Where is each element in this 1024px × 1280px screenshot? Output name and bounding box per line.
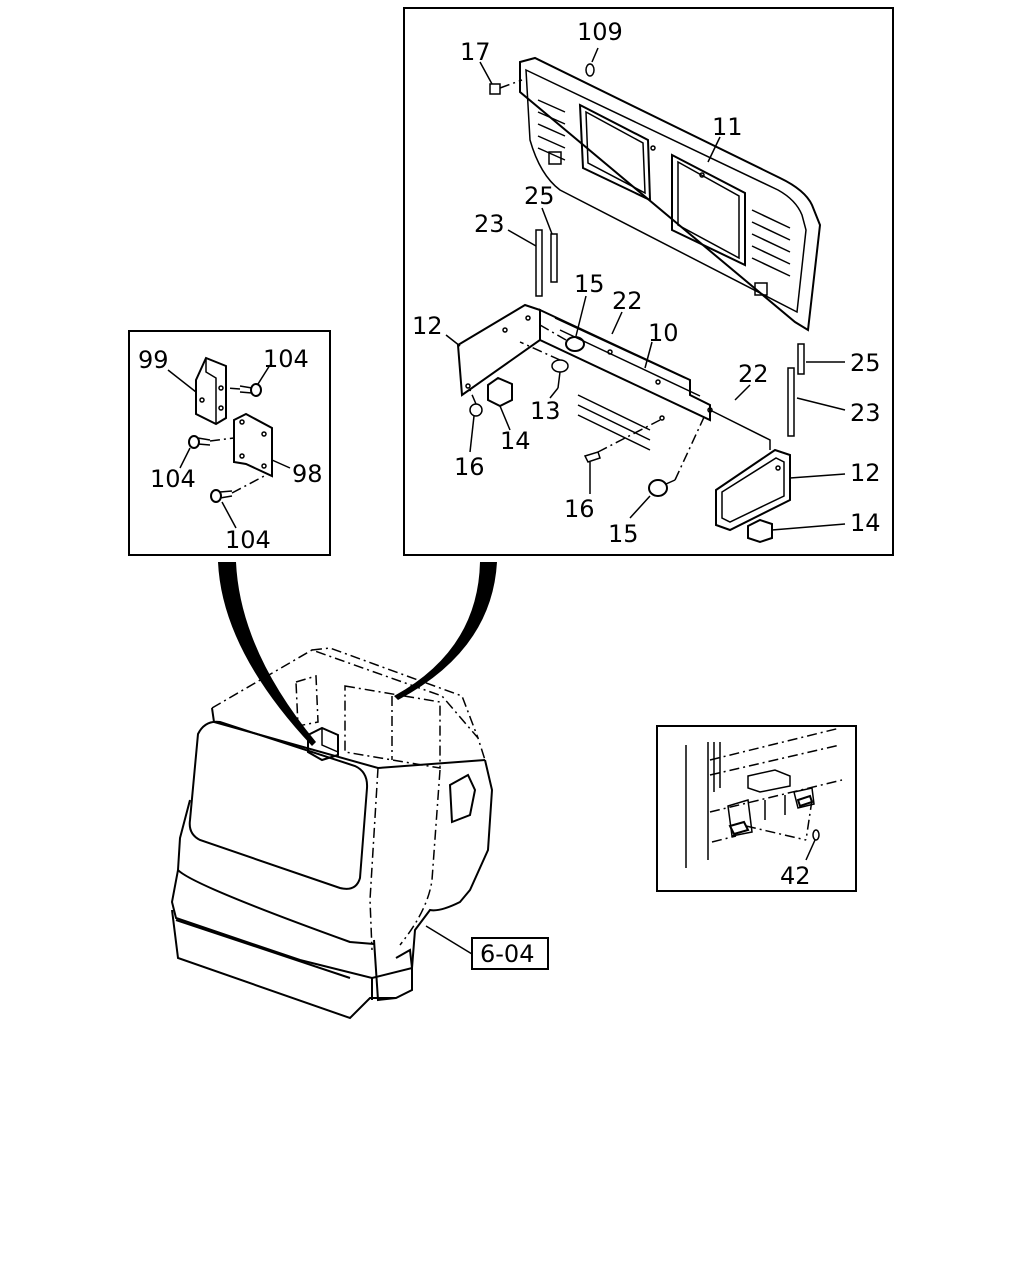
reference-box bbox=[471, 937, 549, 970]
part-109-clip bbox=[585, 63, 595, 77]
callout-98: 98 bbox=[292, 460, 323, 488]
callout-15-lower: 15 bbox=[608, 520, 639, 548]
main-leader-lines bbox=[445, 47, 846, 531]
part-98-plate bbox=[233, 412, 273, 478]
callout-104-top: 104 bbox=[263, 345, 309, 373]
part-104-screw-bottom bbox=[210, 473, 269, 503]
part-14-pad-right bbox=[747, 518, 773, 544]
main-view-frame bbox=[403, 7, 894, 556]
pointer-to-rear-panel bbox=[394, 562, 497, 700]
callout-23-upper: 23 bbox=[474, 210, 505, 238]
part-14-pad-left bbox=[487, 376, 513, 408]
part-22-strip bbox=[709, 409, 771, 450]
callout-11: 11 bbox=[712, 113, 743, 141]
callout-16-right: 16 bbox=[564, 495, 595, 523]
main-exploded-view: 109 17 11 25 23 15 22 12 10 22 25 13 23 … bbox=[403, 7, 894, 556]
callout-104-left: 104 bbox=[150, 465, 196, 493]
callout-17: 17 bbox=[460, 38, 491, 66]
part-12-bracket-left bbox=[456, 303, 541, 397]
callout-104-bottom: 104 bbox=[225, 526, 271, 554]
truck-cab: 6-04 bbox=[170, 647, 549, 1020]
callout-42: 42 bbox=[780, 862, 811, 890]
callout-14-left: 14 bbox=[500, 427, 531, 455]
callout-16-left: 16 bbox=[454, 453, 485, 481]
bracket-view-frame bbox=[128, 330, 331, 556]
callout-99: 99 bbox=[138, 346, 169, 374]
part-15-bolt-upper bbox=[539, 324, 585, 352]
callout-12-right: 12 bbox=[850, 459, 881, 487]
clip-detail-view: 42 bbox=[656, 725, 857, 892]
part-104-screw-left bbox=[188, 435, 235, 449]
part-17-screw bbox=[489, 79, 523, 95]
view-pointers bbox=[218, 562, 497, 746]
callout-14-right: 14 bbox=[850, 509, 881, 537]
part-16-screw-right bbox=[583, 419, 661, 463]
part-99-bracket bbox=[195, 356, 227, 426]
callout-22-right: 22 bbox=[738, 360, 769, 388]
part-104-screw-top bbox=[225, 383, 262, 397]
callout-25-upper: 25 bbox=[524, 182, 555, 210]
part-15-bolt-lower bbox=[648, 414, 706, 497]
callout-23-right: 23 bbox=[850, 399, 881, 427]
callout-13: 13 bbox=[530, 397, 561, 425]
callout-15-upper: 15 bbox=[574, 270, 605, 298]
callout-22-upper: 22 bbox=[612, 287, 643, 315]
callout-25-right: 25 bbox=[850, 349, 881, 377]
part-25-rod-right bbox=[797, 343, 805, 375]
part-16-screw-left bbox=[469, 389, 483, 417]
clip-view-frame bbox=[656, 725, 857, 892]
part-23-rod-upper bbox=[535, 229, 543, 297]
callout-12-left: 12 bbox=[412, 312, 443, 340]
part-12-bracket-right bbox=[715, 448, 791, 532]
part-13-screw bbox=[519, 341, 569, 389]
bracket-detail-view: 99 104 104 98 104 bbox=[128, 330, 331, 556]
part-10-lower-panel bbox=[539, 308, 713, 451]
part-25-rod-upper bbox=[550, 233, 558, 283]
part-23-rod-right bbox=[787, 367, 795, 437]
pointer-to-bracket bbox=[218, 562, 316, 746]
callout-10: 10 bbox=[648, 319, 679, 347]
callout-109: 109 bbox=[577, 18, 623, 46]
part-11-rear-panel bbox=[519, 56, 822, 332]
reference-6-04: 6-04 bbox=[480, 940, 534, 968]
